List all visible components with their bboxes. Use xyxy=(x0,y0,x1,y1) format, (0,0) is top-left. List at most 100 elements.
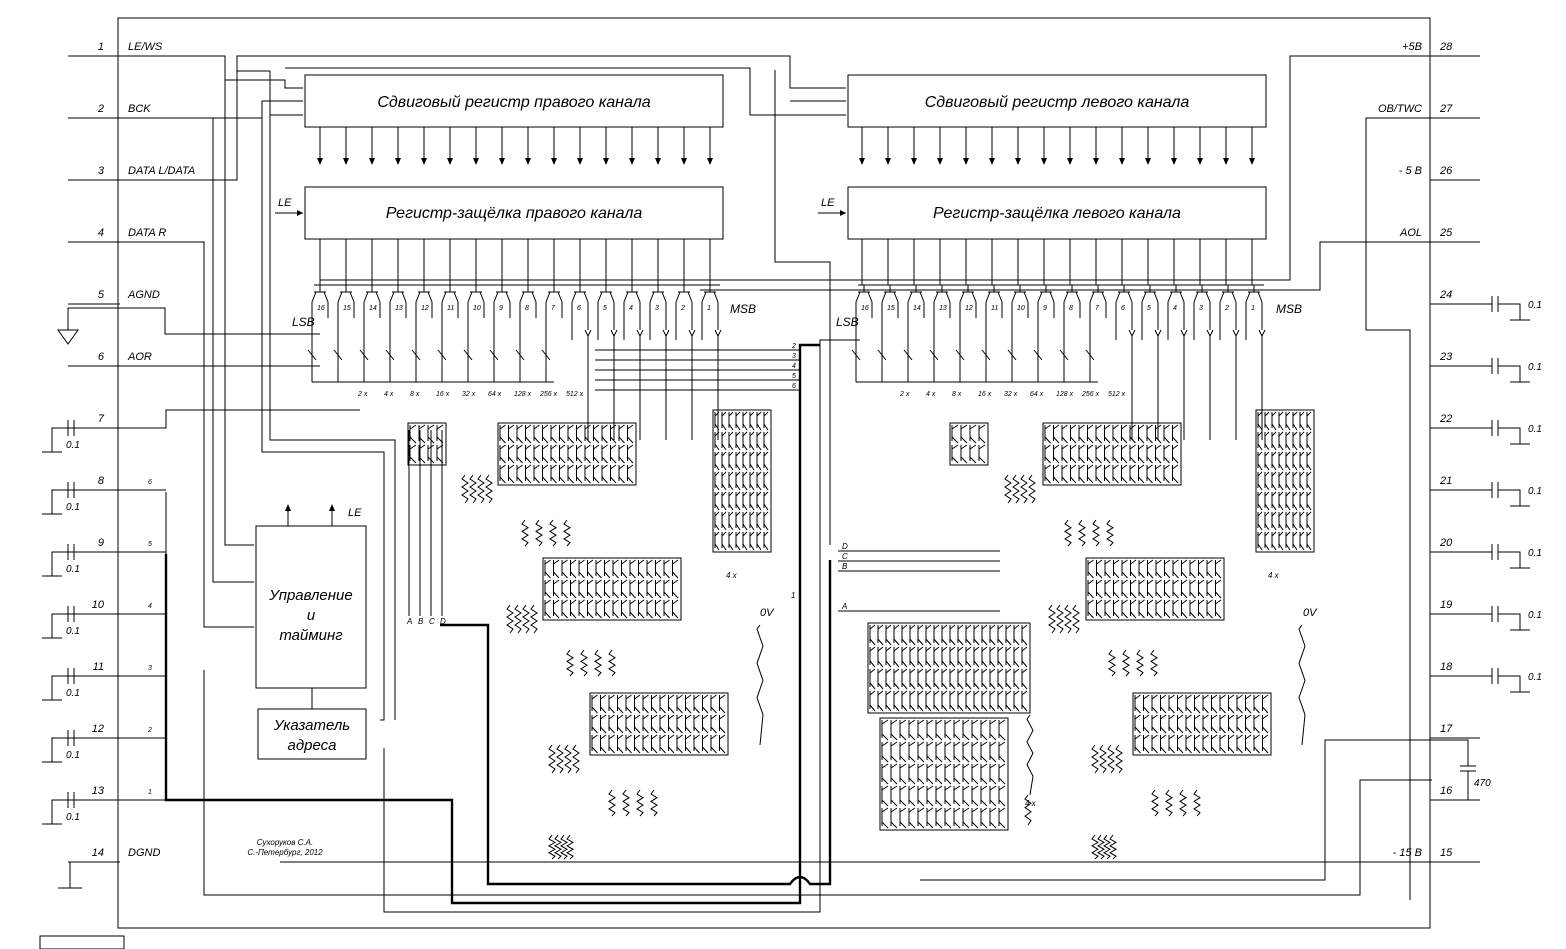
capacitors-right: 0.10.10.10.10.10.10.1 xyxy=(1480,296,1542,693)
transistor-array xyxy=(589,692,729,756)
transistor-array xyxy=(867,622,1031,714)
bit-number: 15 xyxy=(343,305,351,312)
transistor-array xyxy=(879,717,1009,831)
capacitor-left: 0.1 xyxy=(42,730,120,763)
pin-left-12: 12 xyxy=(68,723,120,739)
pin-number: 7 xyxy=(98,413,105,425)
pin-label: DGND xyxy=(128,847,160,859)
pin-left-11: 11 xyxy=(68,661,120,677)
pin-right-15: 15- 15 B xyxy=(1393,847,1480,863)
resistor-array xyxy=(521,519,571,547)
weight-label: 8 x xyxy=(952,391,962,398)
bit-number: 7 xyxy=(551,305,556,312)
bit-number: 9 xyxy=(1043,305,1047,312)
bit-switch: 6 xyxy=(1115,285,1136,356)
bus-letter: D xyxy=(440,617,446,626)
pin-left-14: 14 DGND xyxy=(68,847,160,863)
pin-number: 10 xyxy=(92,599,105,611)
agnd-ground-symbol xyxy=(57,307,320,345)
resistor-array xyxy=(608,789,658,817)
capacitor-value: 0.1 xyxy=(1528,548,1542,559)
pin-label: BCK xyxy=(128,103,151,115)
pin-right-23: 23 xyxy=(1430,351,1480,367)
bit-number: 12 xyxy=(421,305,429,312)
bit-switch: 1 xyxy=(701,285,722,356)
bus-letter: A xyxy=(841,602,847,611)
latch-register-left-label: Регистр-защёлка левого канала xyxy=(933,205,1181,222)
bit-number: 2 xyxy=(1224,305,1229,312)
weight-label: 128 x xyxy=(1056,391,1074,398)
bit-switch: 14 xyxy=(903,285,925,382)
weight-label: 64 x xyxy=(1030,391,1044,398)
bit-switch: 6 xyxy=(571,285,592,356)
pin-number: 23 xyxy=(1439,351,1453,363)
weight-label: 128 x xyxy=(514,391,532,398)
bit-number: 6 xyxy=(577,305,581,312)
weight-label: 256 x xyxy=(1081,391,1100,398)
bit-switch: 9 xyxy=(1033,285,1055,382)
address-label-1: Указатель xyxy=(273,717,350,734)
transistor-array xyxy=(1085,557,1225,621)
weight-label: 16 x xyxy=(436,391,450,398)
capacitor-value: 0.1 xyxy=(1528,610,1542,621)
bus-number: 1 xyxy=(148,789,152,796)
le-input-left: LE xyxy=(818,197,846,216)
bit-number: 2 xyxy=(680,305,685,312)
corner-frame xyxy=(39,935,125,949)
bus-number: 3 xyxy=(148,665,152,672)
weight-label: 256 x xyxy=(539,391,558,398)
bit-number: 3 xyxy=(1199,305,1203,312)
pin-number: 22 xyxy=(1439,413,1452,425)
shift-register-right-label: Сдвиговый регистр правого канала xyxy=(377,94,650,111)
svg-text:LE: LE xyxy=(278,197,292,209)
capacitor-value: 0.1 xyxy=(66,564,80,575)
bit-switch: 8 xyxy=(515,285,537,382)
pin-number: 3 xyxy=(98,165,105,177)
bit-switch: 5 xyxy=(597,285,618,356)
le-output-control: LE xyxy=(329,504,362,526)
pin-right-20: 20 xyxy=(1430,537,1480,553)
author-city: С.-Петербург, 2012 xyxy=(247,848,323,857)
pin-label: DATA R xyxy=(128,227,166,239)
weight-label: 32 x xyxy=(1004,391,1018,398)
control-label-1: Управление xyxy=(268,587,352,604)
pin-number: 14 xyxy=(92,847,104,859)
transistor-array xyxy=(1042,422,1182,486)
bit-switch: 16 xyxy=(307,285,329,382)
pin-right-28: 28+5B xyxy=(1402,41,1480,57)
capacitor-470: 470 xyxy=(1432,739,1491,801)
pin-right-22: 22 xyxy=(1430,413,1480,429)
pin-number: 25 xyxy=(1439,227,1453,239)
bit-number: 13 xyxy=(939,305,947,312)
pin-number: 12 xyxy=(92,723,104,735)
capacitor-value: 0.1 xyxy=(1528,672,1542,683)
capacitor-value: 0.1 xyxy=(66,502,80,513)
capacitor-left: 0.1 xyxy=(42,420,120,453)
weight-label: 8 x xyxy=(410,391,420,398)
bus-number: 4 xyxy=(148,603,152,610)
bus-number: 5 xyxy=(792,373,796,380)
bit-switch: 3 xyxy=(649,285,670,356)
pin-number: 17 xyxy=(1440,723,1453,735)
shift-register-left xyxy=(847,74,1267,128)
pin-label: +5B xyxy=(1402,41,1422,53)
pin-number: 5 xyxy=(98,289,105,301)
bit-number: 5 xyxy=(603,305,607,312)
resistor-array xyxy=(1298,624,1306,746)
bit-switch: 12 xyxy=(411,285,433,382)
latch-register-right-label: Регистр-защёлка правого канала xyxy=(386,205,643,222)
pin-number: 9 xyxy=(98,537,104,549)
capacitor-value: 0.1 xyxy=(1528,486,1542,497)
bit-number: 6 xyxy=(1121,305,1125,312)
bit-switch: 11 xyxy=(981,285,1003,382)
capacitor-left: 0.1 xyxy=(42,606,120,639)
